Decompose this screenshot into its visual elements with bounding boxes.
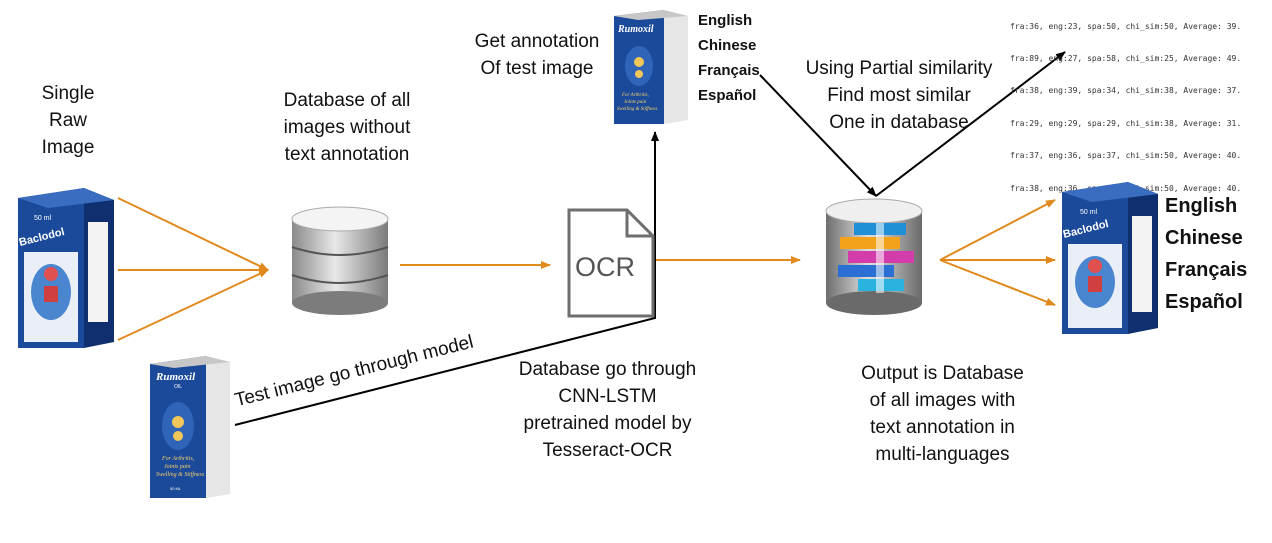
label-line: pretrained model by (523, 413, 692, 434)
label-line: images without (283, 117, 411, 138)
lang-francais: Français (1165, 259, 1248, 281)
cnn-lstm-label: Database go through CNN-LSTM pretrained … (500, 356, 715, 464)
database-no-annotation-label: Database of all images without text anno… (262, 87, 432, 168)
arrow-to-scores (875, 51, 1066, 197)
partial-similarity-label: Using Partial similarity Find most simil… (790, 55, 1008, 136)
label-line: Output is Database (861, 363, 1024, 384)
svg-text:For Arthritis,: For Arthritis, (161, 456, 195, 462)
score-line: fra:37, eng:36, spa:37, chi_sim:50, Aver… (1010, 151, 1242, 161)
label-line: Raw (48, 110, 87, 131)
score-line: fra:38, eng:39, spa:34, chi_sim:38, Aver… (1010, 86, 1242, 96)
score-line: fra:29, eng:29, spa:29, chi_sim:38, Aver… (1010, 118, 1242, 128)
label-line: Of test image (480, 58, 594, 79)
svg-text:OIL: OIL (174, 384, 182, 390)
label-line: Database of all (283, 90, 411, 111)
arrow-out-top (939, 199, 1056, 261)
line-test-image-path (234, 131, 659, 426)
svg-text:50 ml: 50 ml (1080, 209, 1098, 216)
lang-english: English (698, 12, 753, 29)
label-line: text annotation (284, 144, 410, 165)
get-annotation-label: Get annotation Of test image (462, 28, 612, 82)
label-line: CNN-LSTM (558, 386, 657, 407)
svg-text:For Arthritis,: For Arthritis, (621, 93, 649, 98)
label-line: Single (41, 83, 95, 104)
output-database-icon (825, 198, 923, 315)
label-line: multi-languages (875, 444, 1010, 465)
baclodol-box-icon: 50 ml Baclodol (18, 188, 114, 348)
svg-text:Swelling & Stiffness: Swelling & Stiffness (617, 107, 657, 112)
label-line: Find most similar (827, 85, 971, 106)
arrow-to-output-db (759, 74, 877, 197)
database-icon (291, 206, 389, 315)
label-line: of all images with (869, 390, 1016, 411)
score-line: fra:36, eng:23, spa:50, chi_sim:50, Aver… (1010, 21, 1242, 31)
arrow-raw-top (117, 197, 269, 271)
single-raw-image-label: Single Raw Image (28, 80, 108, 161)
arrow-out-bottom (939, 259, 1056, 306)
label-line: Database go through (518, 359, 697, 380)
languages-small-list: English Chinese Français Español (698, 8, 760, 108)
lang-espanol: Español (1165, 291, 1243, 313)
output-database-label: Output is Database of all images with te… (845, 360, 1040, 468)
svg-text:Joints pain: Joints pain (624, 100, 647, 105)
label-line: Get annotation (474, 31, 600, 52)
label-line: Image (41, 137, 95, 158)
similarity-scores: fra:36, eng:23, spa:50, chi_sim:50, Aver… (1010, 0, 1241, 205)
svg-text:Rumoxil: Rumoxil (155, 371, 196, 383)
baclodol-output-box-icon: 50 ml Baclodol (1062, 182, 1158, 334)
svg-text:Joints pain: Joints pain (164, 464, 191, 470)
rumoxil-box-icon: Rumoxil OIL For Arthritis, Joints pain S… (150, 356, 230, 498)
lang-francais: Français (698, 62, 760, 79)
score-line: fra:89, eng:27, spa:58, chi_sim:25, Aver… (1010, 53, 1242, 63)
svg-text:50 ML: 50 ML (170, 486, 182, 491)
rumoxil-annotated-box-icon: Rumoxil For Arthritis, Joints pain Swell… (614, 10, 688, 124)
label-line: Using Partial similarity (805, 58, 993, 79)
label-line: One in database (829, 112, 969, 133)
lang-chinese: Chinese (1165, 227, 1243, 249)
arrow-raw-bottom (117, 269, 269, 341)
lang-english: English (1165, 195, 1238, 217)
label-line: text annotation in (870, 417, 1015, 438)
languages-large-list: English Chinese Français Español (1165, 190, 1247, 318)
label-line: Tesseract-OCR (542, 440, 673, 461)
svg-text:Swelling & Stiffness: Swelling & Stiffness (156, 471, 205, 478)
lang-espanol: Español (698, 87, 757, 104)
svg-text:50 ml: 50 ml (34, 215, 52, 222)
lang-chinese: Chinese (698, 37, 757, 54)
svg-text:OCR: OCR (575, 252, 635, 282)
ocr-document-icon: OCR (567, 208, 655, 318)
svg-text:Rumoxil: Rumoxil (617, 24, 654, 35)
